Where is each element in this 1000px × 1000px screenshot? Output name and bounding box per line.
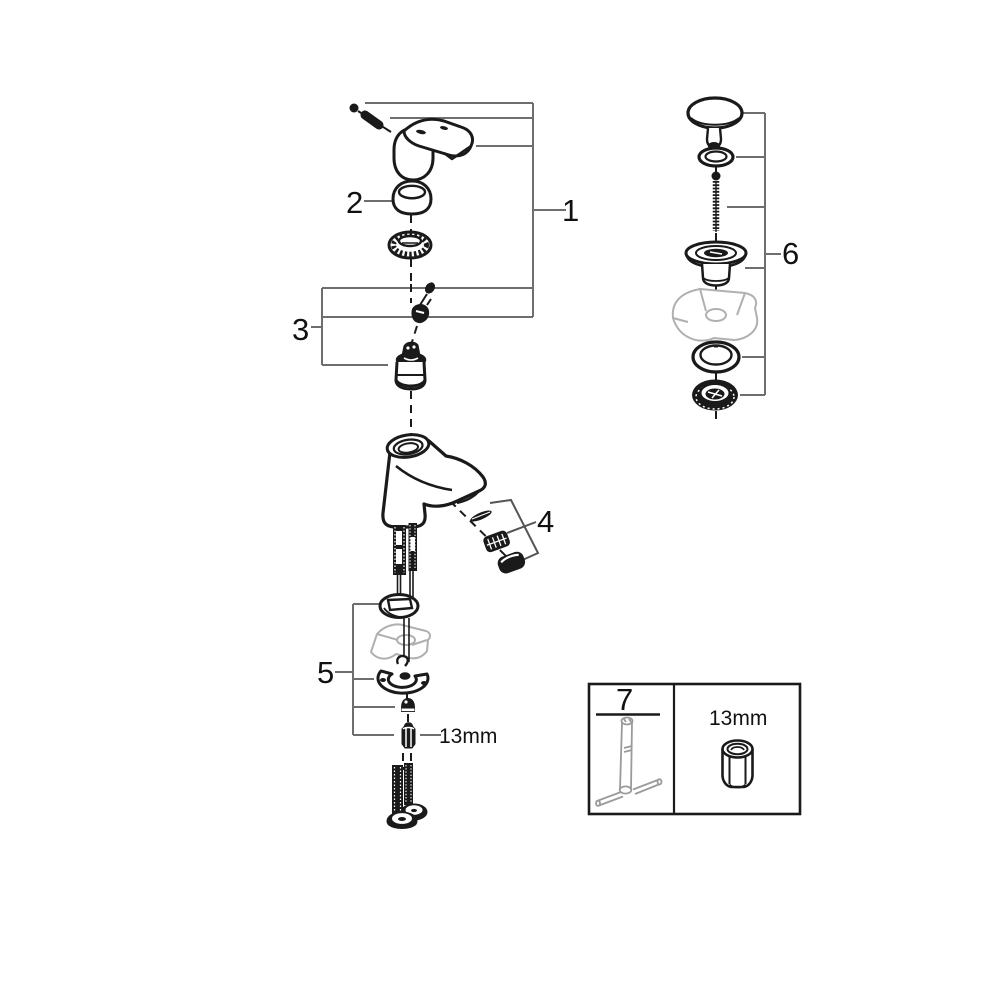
drain-bottom-body <box>692 379 738 411</box>
handle-dome-ring <box>391 179 433 216</box>
cartridge-adapter <box>411 298 432 324</box>
mounting-studs-with-feet <box>386 763 428 831</box>
aerator-housing <box>497 551 526 574</box>
handle-fixing-screw <box>349 103 392 133</box>
legend-hex-nut-icon <box>721 739 754 789</box>
cartridge <box>394 341 427 391</box>
aerator-seal <box>470 510 492 522</box>
callout-label-6: 6 <box>782 236 799 271</box>
callout-label-2: 2 <box>346 185 363 220</box>
base-gasket <box>378 593 420 619</box>
lever-handle <box>392 117 475 182</box>
callout-label-3: 3 <box>292 312 309 347</box>
faucet-body <box>381 433 487 529</box>
drain-plug-cap <box>686 96 744 150</box>
callout-labels: 1 2 3 4 5 6 7 13mm 13mm <box>292 185 799 748</box>
ghost-sink-basin <box>671 288 759 342</box>
threaded-shanks <box>393 523 417 597</box>
callout-label-4: 4 <box>537 504 554 539</box>
legend-nut-size-label: 13mm <box>709 707 767 730</box>
drain-washer <box>697 146 735 168</box>
nut-size-label: 13mm <box>439 725 497 748</box>
drain-flange <box>684 240 748 287</box>
callout-label-1: 1 <box>562 193 579 228</box>
callout-label-7: 7 <box>616 682 633 717</box>
drain-screw-rod <box>711 171 721 232</box>
cartridge-screw <box>419 282 436 306</box>
socket-tool-icon <box>595 716 663 807</box>
threaded-mounting-ring <box>387 230 433 260</box>
hex-long-nut <box>401 722 416 749</box>
drain-ring-nut <box>691 340 741 374</box>
callout-label-5: 5 <box>317 655 334 690</box>
horseshoe-washer <box>376 654 430 695</box>
aerator-insert <box>483 530 510 553</box>
dome-nut <box>401 698 415 712</box>
ghost-sink-deck <box>370 618 432 662</box>
